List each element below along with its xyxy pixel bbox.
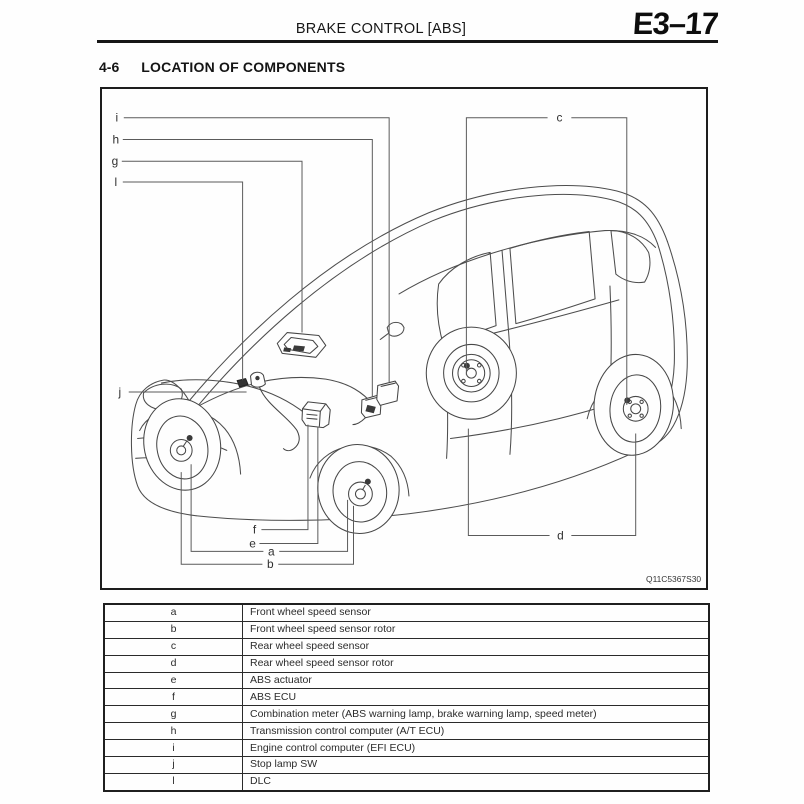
- component-key: c: [103, 637, 243, 656]
- component-table: a Front wheel speed sensor b Front wheel…: [103, 603, 710, 792]
- leader-l: [122, 181, 244, 381]
- component-key: l: [103, 772, 243, 792]
- rear-wheel-speed-sensor: [463, 362, 470, 369]
- table-row: c Rear wheel speed sensor: [103, 637, 710, 656]
- component-location-figure: i h g l c j f e a b d Q11C5367S30: [100, 87, 708, 590]
- component-desc: DLC: [242, 772, 710, 792]
- component-desc: Engine control computer (EFI ECU): [242, 739, 710, 758]
- table-row: b Front wheel speed sensor rotor: [103, 620, 710, 639]
- leader-d: [467, 428, 637, 537]
- leader-f: [261, 424, 309, 531]
- section-title: LOCATION OF COMPONENTS: [141, 59, 346, 75]
- component-desc: Rear wheel speed sensor rotor: [242, 654, 710, 673]
- component-key: d: [103, 654, 243, 673]
- side-mirror: [386, 321, 405, 337]
- figure-label-h: h: [113, 132, 120, 146]
- quarter-window: [610, 230, 651, 284]
- table-row: a Front wheel speed sensor: [103, 603, 710, 622]
- component-desc: Front wheel speed sensor rotor: [242, 620, 710, 639]
- figure-label-f: f: [253, 523, 257, 537]
- leader-lines: [121, 117, 637, 565]
- component-key: i: [103, 739, 243, 758]
- table-row: h Transmission control computer (A/T ECU…: [103, 722, 710, 741]
- components: [236, 332, 400, 452]
- component-key: a: [103, 603, 243, 622]
- wheel-rear-right: [593, 353, 674, 456]
- wheel-rear-left: [425, 326, 517, 420]
- leader-a: [190, 464, 349, 552]
- leader-i: [123, 117, 390, 383]
- section-number: 4-6: [99, 59, 120, 75]
- component-desc: Transmission control computer (A/T ECU): [242, 722, 710, 741]
- table-row: l DLC: [103, 772, 710, 792]
- component-key: j: [103, 756, 243, 774]
- table-row: e ABS actuator: [103, 671, 710, 690]
- leader-e: [259, 426, 319, 544]
- front-wheel-speed-sensor: [186, 435, 193, 441]
- component-desc: Stop lamp SW: [242, 756, 710, 774]
- stop-lamp-switch-drawing: [250, 371, 300, 452]
- front-wheel-speed-sensor: [364, 478, 371, 485]
- wheels: [143, 326, 674, 535]
- table-row: f ABS ECU: [103, 688, 710, 707]
- abs-actuator-ecu-drawing: [301, 401, 331, 429]
- figure-label-a: a: [268, 544, 275, 558]
- leader-h: [122, 138, 373, 397]
- leader-g: [121, 160, 303, 333]
- section-heading: 4-6 LOCATION OF COMPONENTS: [99, 59, 345, 75]
- figure-label-b: b: [267, 557, 274, 571]
- figure-label-l: l: [115, 175, 118, 189]
- combination-meter-drawing: [276, 332, 327, 358]
- figure-label-g: g: [112, 154, 119, 168]
- component-key: f: [103, 688, 243, 707]
- figure-labels: i h g l c j f e a b d: [112, 111, 564, 572]
- leader-c: [465, 117, 628, 405]
- component-desc: Front wheel speed sensor: [242, 603, 710, 622]
- component-key: h: [103, 722, 243, 741]
- table-row: d Rear wheel speed sensor rotor: [103, 654, 710, 673]
- figure-label-c: c: [556, 111, 562, 125]
- page-title: BRAKE CONTROL [ABS]: [295, 21, 467, 37]
- figure-label-d: d: [557, 529, 564, 543]
- component-key: e: [103, 671, 243, 690]
- component-key: g: [103, 705, 243, 724]
- figure-code: Q11C5367S30: [646, 574, 701, 584]
- component-desc: ABS ECU: [242, 688, 710, 707]
- wheel-front-left: [143, 398, 222, 491]
- component-desc: ABS actuator: [242, 671, 710, 690]
- figure-label-e: e: [249, 536, 256, 550]
- wheel-front-right: [317, 444, 400, 535]
- header-rule: [97, 40, 718, 43]
- page-number: E3–17: [632, 6, 720, 41]
- figure-label-i: i: [116, 111, 119, 125]
- table-row: j Stop lamp SW: [103, 756, 710, 774]
- at-ecu-drawing: [352, 394, 382, 426]
- car-diagram: i h g l c j f e a b d Q11C5367S30: [112, 111, 702, 584]
- sliding-door-window: [509, 231, 596, 325]
- component-desc: Rear wheel speed sensor: [242, 637, 710, 656]
- component-desc: Combination meter (ABS warning lamp, bra…: [242, 705, 710, 724]
- efi-ecu-drawing: [376, 380, 400, 406]
- component-key: b: [103, 620, 243, 639]
- table-row: i Engine control computer (EFI ECU): [103, 739, 710, 758]
- figure-label-j: j: [118, 385, 122, 399]
- table-row: g Combination meter (ABS warning lamp, b…: [103, 705, 710, 724]
- leader-b: [180, 472, 354, 565]
